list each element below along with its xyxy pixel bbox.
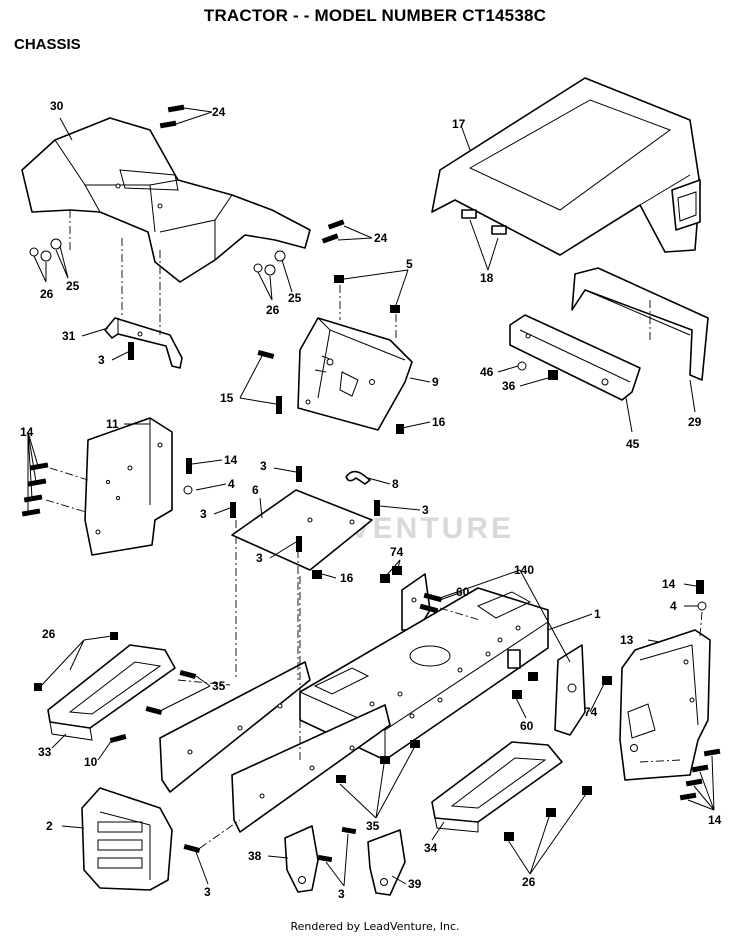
callout-2: 2 xyxy=(46,819,53,833)
callout-38: 38 xyxy=(248,849,262,863)
callout-34: 34 xyxy=(424,841,438,855)
part-11-left-panel xyxy=(84,417,173,556)
callout-11: 11 xyxy=(106,417,119,431)
part-30-fender xyxy=(21,117,311,283)
part-1-left-rail xyxy=(159,661,311,793)
callout-5: 5 xyxy=(406,257,413,271)
callout-74: 74 xyxy=(584,705,598,719)
callout-45: 45 xyxy=(626,437,640,451)
callout-39: 39 xyxy=(408,877,422,891)
part-13-right-panel xyxy=(619,629,711,781)
callout-3: 3 xyxy=(260,459,267,473)
callout-4: 4 xyxy=(228,477,235,491)
callout-17: 17 xyxy=(452,117,466,131)
part-39-bracket xyxy=(367,829,406,896)
callout-30: 30 xyxy=(50,99,64,113)
section-label: CHASSIS xyxy=(14,36,81,53)
callout-60: 60 xyxy=(456,585,470,599)
callout-26: 26 xyxy=(42,627,56,641)
part-8-clip xyxy=(345,470,371,485)
callout-6: 6 xyxy=(252,483,259,497)
part-33-left-footrest xyxy=(47,644,176,741)
center-lines xyxy=(45,210,703,849)
callout-4: 4 xyxy=(670,599,677,613)
part-45-rear-bracket xyxy=(509,314,641,401)
footer-credit: Rendered by LeadVenture, Inc. xyxy=(290,920,460,933)
callout-16: 16 xyxy=(432,415,446,429)
callout-13: 13 xyxy=(620,633,634,647)
callout-14: 14 xyxy=(662,577,676,591)
callout-26: 26 xyxy=(266,303,280,317)
callout-14: 14 xyxy=(20,425,34,439)
callout-3: 3 xyxy=(256,551,263,565)
part-29-shroud xyxy=(571,267,709,381)
callout-26: 26 xyxy=(522,875,536,889)
part-31-bracket xyxy=(104,317,183,369)
callout-3: 3 xyxy=(98,353,105,367)
callout-29: 29 xyxy=(688,415,702,429)
hardware xyxy=(21,104,721,863)
part-34-right-footrest xyxy=(431,741,563,833)
callout-3: 3 xyxy=(204,885,211,899)
part-9-dash-panel xyxy=(297,317,413,431)
callout-15: 15 xyxy=(220,391,234,405)
callout-labels: 30 24 24 17 26 25 26 25 18 5 31 3 15 9 4… xyxy=(20,99,722,901)
callout-18: 18 xyxy=(480,271,494,285)
callout-33: 33 xyxy=(38,745,52,759)
callout-24: 24 xyxy=(212,105,226,119)
part-38-bracket xyxy=(284,825,319,893)
callout-25: 25 xyxy=(66,279,80,293)
part-1-right-rail xyxy=(231,704,391,833)
callout-3: 3 xyxy=(338,887,345,901)
callout-3: 3 xyxy=(422,503,429,517)
callout-36: 36 xyxy=(502,379,516,393)
part-140-plate-left xyxy=(401,573,431,631)
callout-3: 3 xyxy=(200,507,207,521)
part-140-plate-right xyxy=(554,644,586,736)
callout-14: 14 xyxy=(224,453,238,467)
callout-25: 25 xyxy=(288,291,302,305)
part-6-plate xyxy=(231,489,373,571)
diagram-title: TRACTOR - - MODEL NUMBER CT14538C xyxy=(203,6,547,25)
callout-8: 8 xyxy=(392,477,399,491)
callout-16: 16 xyxy=(340,571,354,585)
callout-60: 60 xyxy=(520,719,534,733)
callout-31: 31 xyxy=(62,329,76,343)
callout-35: 35 xyxy=(366,819,380,833)
callout-10: 10 xyxy=(84,755,98,769)
callout-140: 140 xyxy=(514,563,534,577)
callout-46: 46 xyxy=(480,365,494,379)
part-2-front-panel xyxy=(81,787,173,891)
part-17-cover xyxy=(431,77,701,256)
callout-26: 26 xyxy=(40,287,54,301)
callout-74: 74 xyxy=(390,545,404,559)
callout-1: 1 xyxy=(594,607,601,621)
leader-lines xyxy=(27,107,715,887)
callout-24: 24 xyxy=(374,231,388,245)
callout-14: 14 xyxy=(708,813,722,827)
callout-35: 35 xyxy=(212,679,226,693)
callout-9: 9 xyxy=(432,375,439,389)
